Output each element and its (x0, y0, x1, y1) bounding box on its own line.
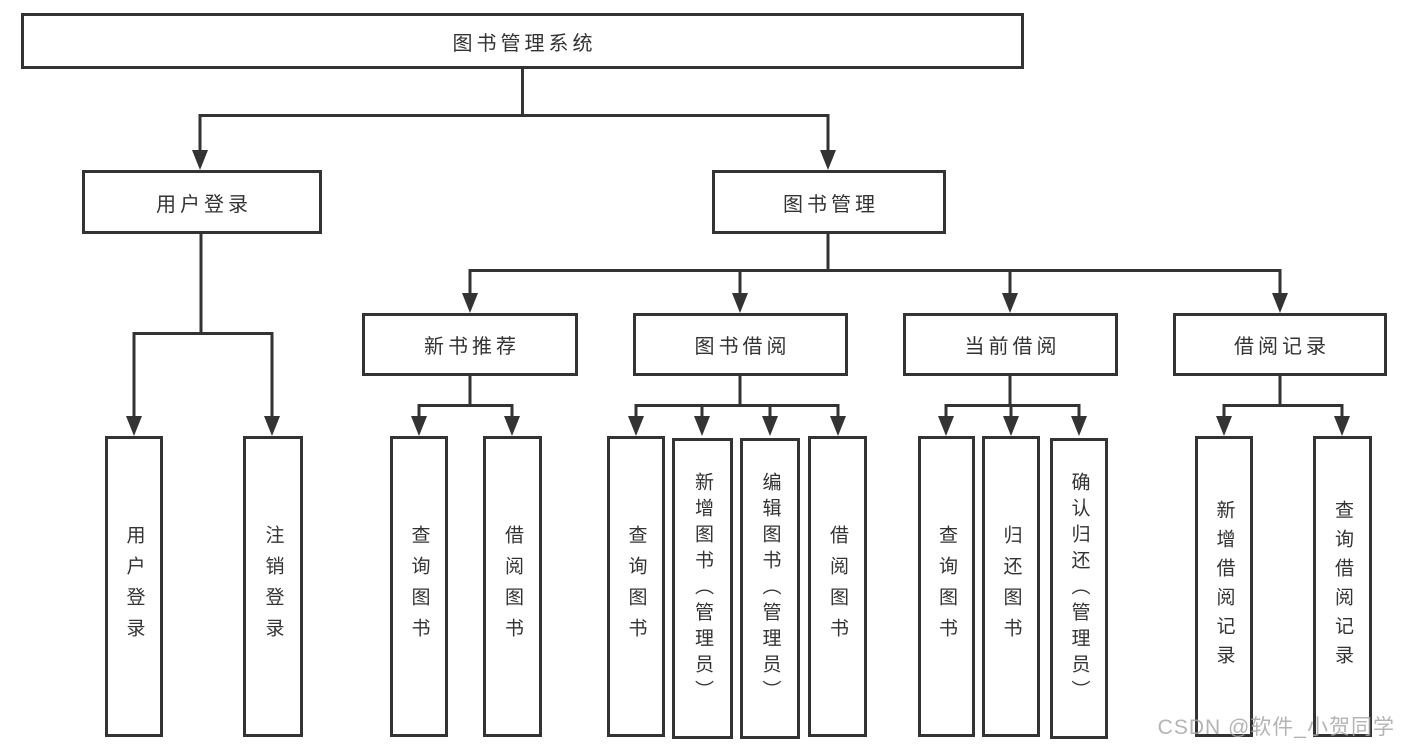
leaf-user-login: 用户登录 (105, 436, 163, 737)
leaf-bb-add-books-admin: 新增图书（管理员） (672, 438, 733, 739)
connector-currentborrow-to-leaves (938, 376, 1087, 436)
leaf-cb-query-books: 查询图书 (918, 436, 975, 737)
leaf-nbr-borrow-books-label: 借阅图书 (502, 524, 523, 649)
connector-newbookrec-to-leaves (411, 376, 520, 436)
leaf-br-add-record-label: 新增借阅记录 (1213, 499, 1235, 674)
connector-borrowrecord-to-leaves (1216, 376, 1350, 436)
leaf-bb-edit-books-admin: 编辑图书（管理员） (740, 438, 800, 739)
leaf-br-query-record-label: 查询借阅记录 (1332, 499, 1353, 674)
leaf-br-add-record: 新增借阅记录 (1195, 436, 1253, 737)
node-borrowing-records: 借阅记录 (1173, 313, 1387, 376)
leaf-logout-label: 注销登录 (262, 524, 284, 649)
leaf-bb-borrow-books: 借阅图书 (808, 436, 867, 737)
leaf-cb-query-books-label: 查询图书 (936, 524, 957, 649)
node-book-management: 图书管理 (712, 170, 946, 234)
connector-bookborrow-to-leaves (628, 376, 846, 436)
node-current-borrowing-label: 当前借阅 (964, 336, 1061, 358)
connector-root-to-level2 (192, 68, 836, 170)
leaf-bb-borrow-books-label: 借阅图书 (827, 524, 848, 649)
connector-bookmgmt-to-level3 (462, 234, 1288, 313)
leaf-user-login-label: 用户登录 (123, 524, 145, 649)
node-root-label: 图书管理系统 (452, 32, 597, 55)
node-user-login-label: 用户登录 (156, 193, 252, 216)
leaf-nbr-borrow-books: 借阅图书 (483, 436, 542, 737)
connector-userlogin-to-leaves (126, 233, 280, 436)
csdn-watermark: CSDN @软件_小贺同学 (1157, 716, 1395, 739)
node-new-book-recommendation: 新书推荐 (362, 313, 578, 376)
node-book-borrowing-label: 图书借阅 (694, 336, 791, 358)
node-book-borrowing: 图书借阅 (633, 313, 848, 376)
node-user-login: 用户登录 (82, 170, 322, 234)
leaf-bb-query-books: 查询图书 (607, 436, 665, 737)
leaf-logout: 注销登录 (243, 436, 303, 737)
leaf-br-query-record: 查询借阅记录 (1313, 436, 1372, 737)
leaf-bb-add-books-admin-label: 新增图书（管理员） (692, 471, 713, 706)
leaf-bb-edit-books-admin-label: 编辑图书（管理员） (759, 471, 781, 706)
node-root: 图书管理系统 (21, 13, 1024, 69)
leaf-nbr-query-books: 查询图书 (390, 436, 448, 737)
leaf-cb-confirm-return-admin: 确认归还（管理员） (1050, 438, 1108, 739)
leaf-cb-confirm-return-admin-label: 确认归还（管理员） (1068, 471, 1090, 706)
node-book-management-label: 图书管理 (783, 193, 879, 216)
leaf-bb-query-books-label: 查询图书 (625, 524, 647, 649)
leaf-cb-return-books-label: 归还图书 (1000, 524, 1022, 649)
node-new-book-recommendation-label: 新书推荐 (424, 336, 520, 358)
node-current-borrowing: 当前借阅 (903, 313, 1118, 376)
node-borrowing-records-label: 借阅记录 (1234, 336, 1330, 358)
leaf-nbr-query-books-label: 查询图书 (408, 524, 430, 649)
leaf-cb-return-books: 归还图书 (982, 436, 1040, 737)
